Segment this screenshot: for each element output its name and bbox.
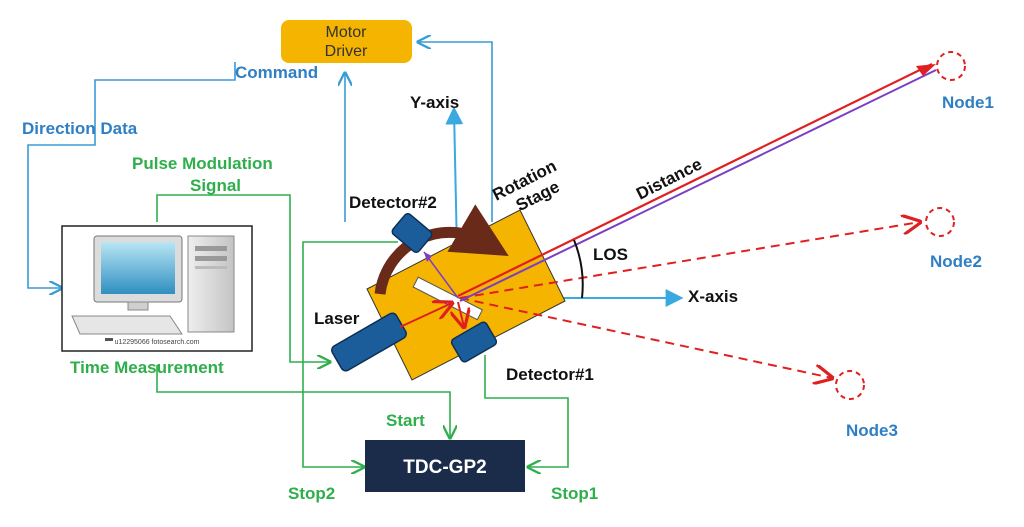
command-label: Command (235, 63, 318, 82)
stop1-line (484, 355, 569, 467)
detector2-arrowhead (424, 252, 432, 262)
return-beam (459, 69, 937, 302)
direction-data-label: Direction Data (22, 119, 138, 138)
beam-node2 (459, 222, 920, 299)
computer-icon: u12295066 fotosearch.com (61, 225, 253, 352)
signal-lines (156, 194, 569, 467)
main-beam-arrowhead (916, 64, 936, 76)
detector-2 (391, 212, 433, 254)
control-lines (27, 42, 493, 288)
tdc-label: TDC-GP2 (403, 457, 486, 478)
return-to-detector2 (423, 251, 459, 299)
node1-label: Node1 (942, 93, 994, 112)
motor-driver-box: Motor Driver (281, 20, 412, 63)
y-axis-label: Y-axis (410, 93, 459, 112)
main-beam (457, 63, 937, 302)
stop2-label: Stop2 (288, 484, 335, 503)
node2-label: Node2 (930, 252, 982, 271)
beam-node3 (459, 297, 832, 378)
internal-beams (399, 251, 464, 328)
stop2-line (302, 241, 398, 467)
laser-to-splitter (399, 303, 452, 328)
command-line (27, 62, 236, 288)
distance-label: Distance (633, 154, 705, 203)
tdc-box: TDC-GP2 (365, 440, 525, 492)
los-label: LOS (593, 245, 628, 264)
detector1-label: Detector#1 (506, 365, 594, 384)
x-axis-label: X-axis (688, 287, 738, 306)
photo-watermark: u12295066 fotosearch.com (115, 339, 200, 346)
pulse-modulation-label-2: Signal (190, 176, 241, 195)
node3-circle (835, 370, 865, 400)
motor-driver-label-line2: Driver (325, 43, 368, 60)
node2-circle (925, 207, 955, 237)
nodes (835, 51, 966, 400)
laser (331, 312, 407, 372)
node1-circle (936, 51, 966, 81)
motor-driver-label-line1: Motor (326, 24, 368, 41)
laser-label: Laser (314, 309, 360, 328)
outgoing-beam (457, 63, 933, 297)
stop1-label: Stop1 (551, 484, 598, 503)
node3-label: Node3 (846, 421, 898, 440)
pulse-modulation-label: Pulse Modulation (132, 154, 273, 173)
los-angle-arc (573, 239, 584, 299)
time-measurement-label: Time Measurement (70, 358, 224, 377)
start-label: Start (386, 411, 425, 430)
dashed-beams (459, 222, 920, 378)
detector2-label: Detector#2 (349, 193, 437, 212)
motor-feedback-line (418, 42, 493, 222)
splitter-to-detector1 (458, 301, 464, 327)
